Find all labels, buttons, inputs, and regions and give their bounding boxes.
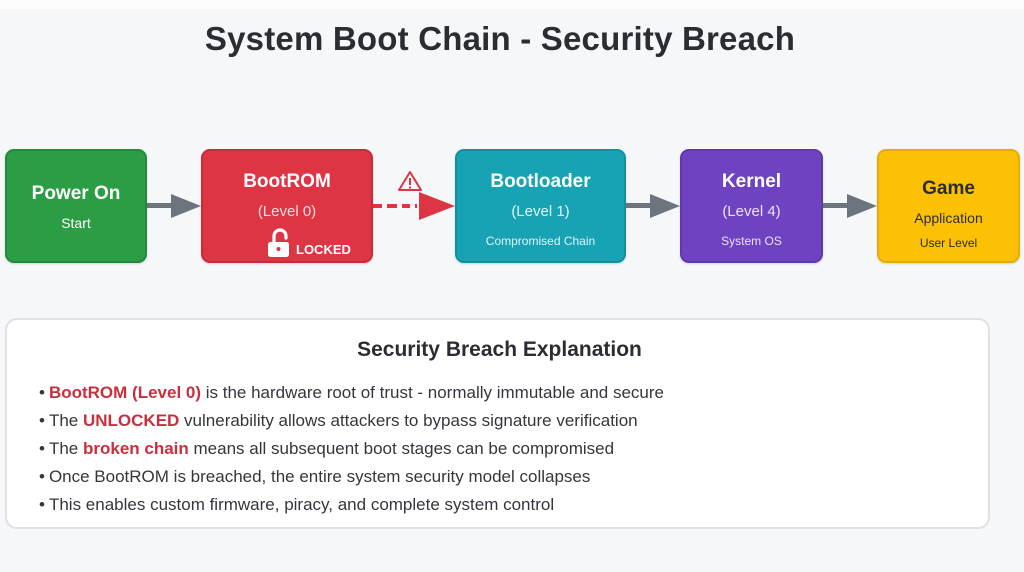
explanation-list: •BootROM (Level 0) is the hardware root … [39, 382, 664, 522]
explanation-item: •The broken chain means all subsequent b… [39, 438, 664, 466]
item-text: The [48, 439, 83, 458]
explanation-title: Security Breach Explanation [357, 338, 642, 361]
node-title: Game [922, 178, 975, 199]
bullet-dot: • [39, 383, 45, 402]
node-description: System OS [721, 234, 782, 248]
node-subtitle: (Level 4) [722, 203, 781, 220]
node-title: Power On [31, 183, 121, 204]
item-text: Once BootROM is breached, the entire sys… [48, 467, 591, 486]
item-text: means all subsequent boot stages can be … [188, 439, 615, 458]
item-highlight: broken chain [82, 439, 189, 458]
node-title: Kernel [721, 171, 782, 192]
arrow-bootloader-to-kernel [626, 194, 680, 218]
arrow-power-to-bootrom [147, 194, 201, 218]
item-text: The [48, 411, 83, 430]
arrow-kernel-to-game [823, 194, 877, 218]
bullet-dot: • [39, 411, 45, 430]
explanation-item: •Once BootROM is breached, the entire sy… [39, 466, 664, 494]
node-description: User Level [919, 236, 978, 250]
node-subtitle: (Level 1) [511, 203, 570, 220]
item-text: vulnerability allows attackers to bypass… [179, 411, 638, 430]
item-highlight: UNLOCKED [82, 411, 180, 430]
item-highlight: BootROM (Level 0) [48, 383, 202, 402]
bullet-dot: • [39, 467, 45, 486]
node-description: Compromised Chain [485, 234, 596, 248]
node-title: Bootloader [490, 171, 591, 192]
lock-status-badge: LOCKED [267, 228, 351, 258]
arrow-bootrom-to-bootloader-breach [373, 192, 455, 220]
node-game: Game Application User Level [877, 149, 1020, 263]
unlocked-padlock-icon [268, 228, 289, 257]
node-title: BootROM [243, 171, 331, 192]
node-subtitle: (Level 0) [257, 203, 317, 220]
warning-triangle-icon [398, 171, 422, 191]
bullet-dot: • [39, 439, 45, 458]
bullet-dot: • [39, 495, 45, 514]
explanation-item: •The UNLOCKED vulnerability allows attac… [39, 410, 664, 438]
item-text: This enables custom firmware, piracy, an… [48, 495, 555, 514]
item-text: is the hardware root of trust - normally… [201, 383, 664, 402]
node-bootloader: Bootloader (Level 1) Compromised Chain [455, 149, 626, 263]
top-strip [0, 0, 1024, 9]
node-subtitle: Start [61, 215, 91, 231]
lock-status-label: LOCKED [296, 242, 351, 257]
node-kernel: Kernel (Level 4) System OS [680, 149, 823, 263]
explanation-item: •BootROM (Level 0) is the hardware root … [39, 382, 664, 410]
page-title: System Boot Chain - Security Breach [204, 20, 796, 57]
node-subtitle: Application [914, 210, 983, 226]
node-power-on: Power On Start [5, 149, 147, 263]
node-bootrom: BootROM (Level 0) LOCKED [201, 149, 373, 263]
explanation-panel: Security Breach Explanation •BootROM (Le… [5, 318, 990, 529]
explanation-item: •This enables custom firmware, piracy, a… [39, 494, 664, 522]
